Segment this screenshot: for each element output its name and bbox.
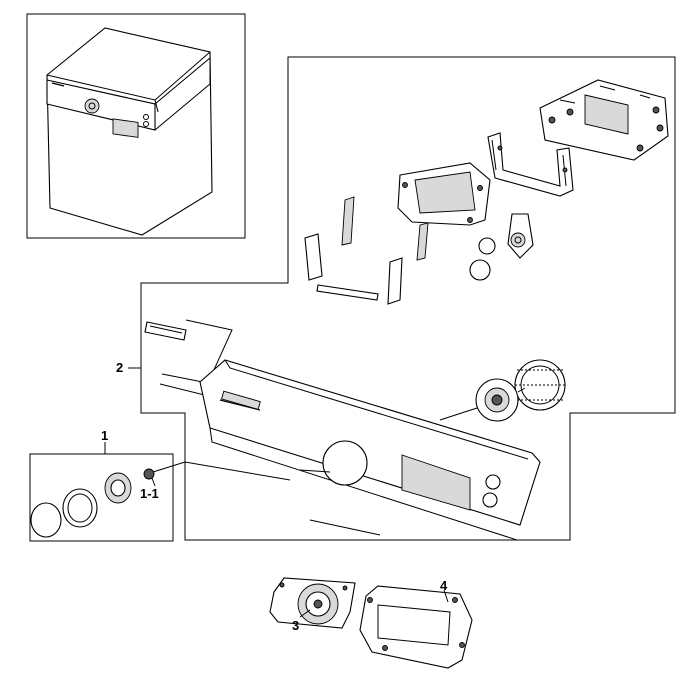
dial-encoder — [475, 378, 519, 422]
knob-opening — [322, 440, 368, 486]
callout-2: 2 — [116, 360, 123, 375]
light-guide-strip — [144, 321, 187, 341]
sub-pcb-part-4 — [359, 585, 473, 669]
callout-1: 1 — [101, 428, 108, 443]
overview-display — [112, 118, 139, 138]
control-panel-housing — [199, 359, 541, 541]
knob-frame — [29, 453, 174, 542]
dial-ring — [514, 359, 566, 411]
callout-1-1: 1-1 — [140, 486, 159, 501]
flex-connector-strip — [487, 132, 574, 197]
washer-cabinet — [46, 27, 213, 236]
leader-part-1-1 — [151, 477, 156, 487]
display-window — [401, 454, 471, 511]
knob-spring — [143, 468, 155, 480]
dial-guide-lines — [439, 387, 526, 421]
callout-3: 3 — [292, 618, 299, 633]
leader-part-3 — [299, 609, 311, 618]
encoder-holder — [507, 213, 534, 259]
sub-pcb-part-3 — [269, 577, 356, 629]
display-bracket — [397, 162, 491, 226]
knob-cap — [30, 502, 62, 538]
leader-part-4 — [443, 589, 449, 603]
small-button-strips — [304, 196, 429, 305]
overview-frame — [26, 13, 246, 239]
main-pcb-board — [539, 79, 669, 161]
callout-4: 4 — [440, 578, 448, 593]
overview-knob — [84, 98, 100, 114]
knob-assembly-inset — [29, 453, 291, 542]
assembly-outline — [140, 56, 676, 541]
small-round-buttons — [469, 237, 496, 281]
overview-inset — [26, 13, 246, 239]
